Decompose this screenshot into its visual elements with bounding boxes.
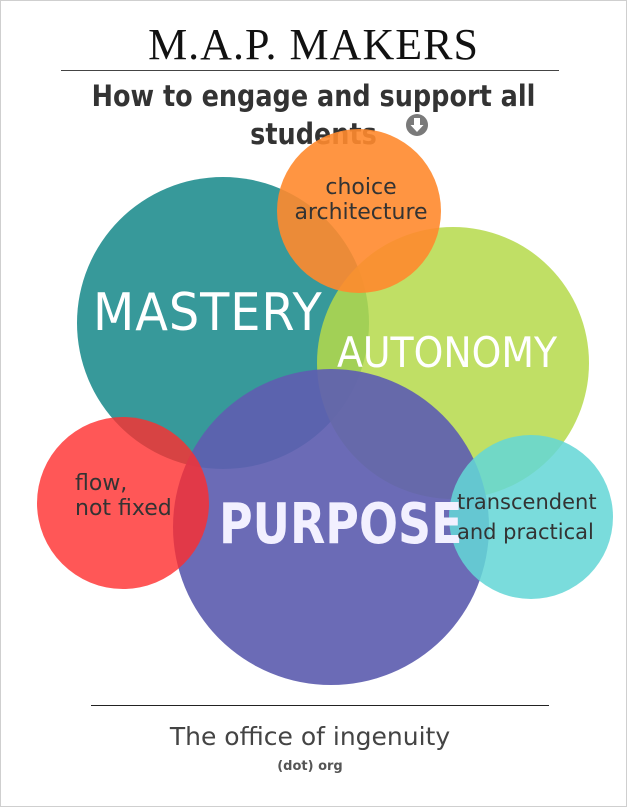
mastery-label: MASTERY [93, 283, 323, 343]
flow-label-line-2: not fixed [75, 496, 172, 521]
choice-label-line-2: architecture [294, 200, 428, 225]
footer-divider [91, 705, 549, 706]
autonomy-label: AUTONOMY [337, 328, 558, 377]
title-divider [61, 70, 559, 71]
purpose-circle [173, 369, 489, 685]
flow-not-fixed-label: flow, not fixed [75, 471, 172, 521]
purpose-label: PURPOSE [219, 492, 463, 557]
footer-organization: The office of ingenuity [169, 722, 451, 751]
choice-circle [277, 129, 441, 293]
transcendent-label-line-2: and practical [457, 520, 594, 544]
transcendent-circle [449, 435, 613, 599]
page-title: M.A.P. MAKERS [148, 20, 479, 69]
down-arrow-circle-icon [406, 114, 428, 136]
page-subtitle: How to engage and support all students [91, 79, 536, 151]
transcendent-practical-label: transcendent and practical [457, 487, 597, 547]
footer-domain: (dot) org [277, 759, 343, 774]
transcendent-label-line-1: transcendent [457, 490, 597, 514]
choice-architecture-label: choice architecture [277, 175, 445, 225]
flow-circle [37, 417, 209, 589]
flow-label-line-1: flow, [75, 471, 128, 496]
choice-label-line-1: choice [325, 175, 397, 200]
